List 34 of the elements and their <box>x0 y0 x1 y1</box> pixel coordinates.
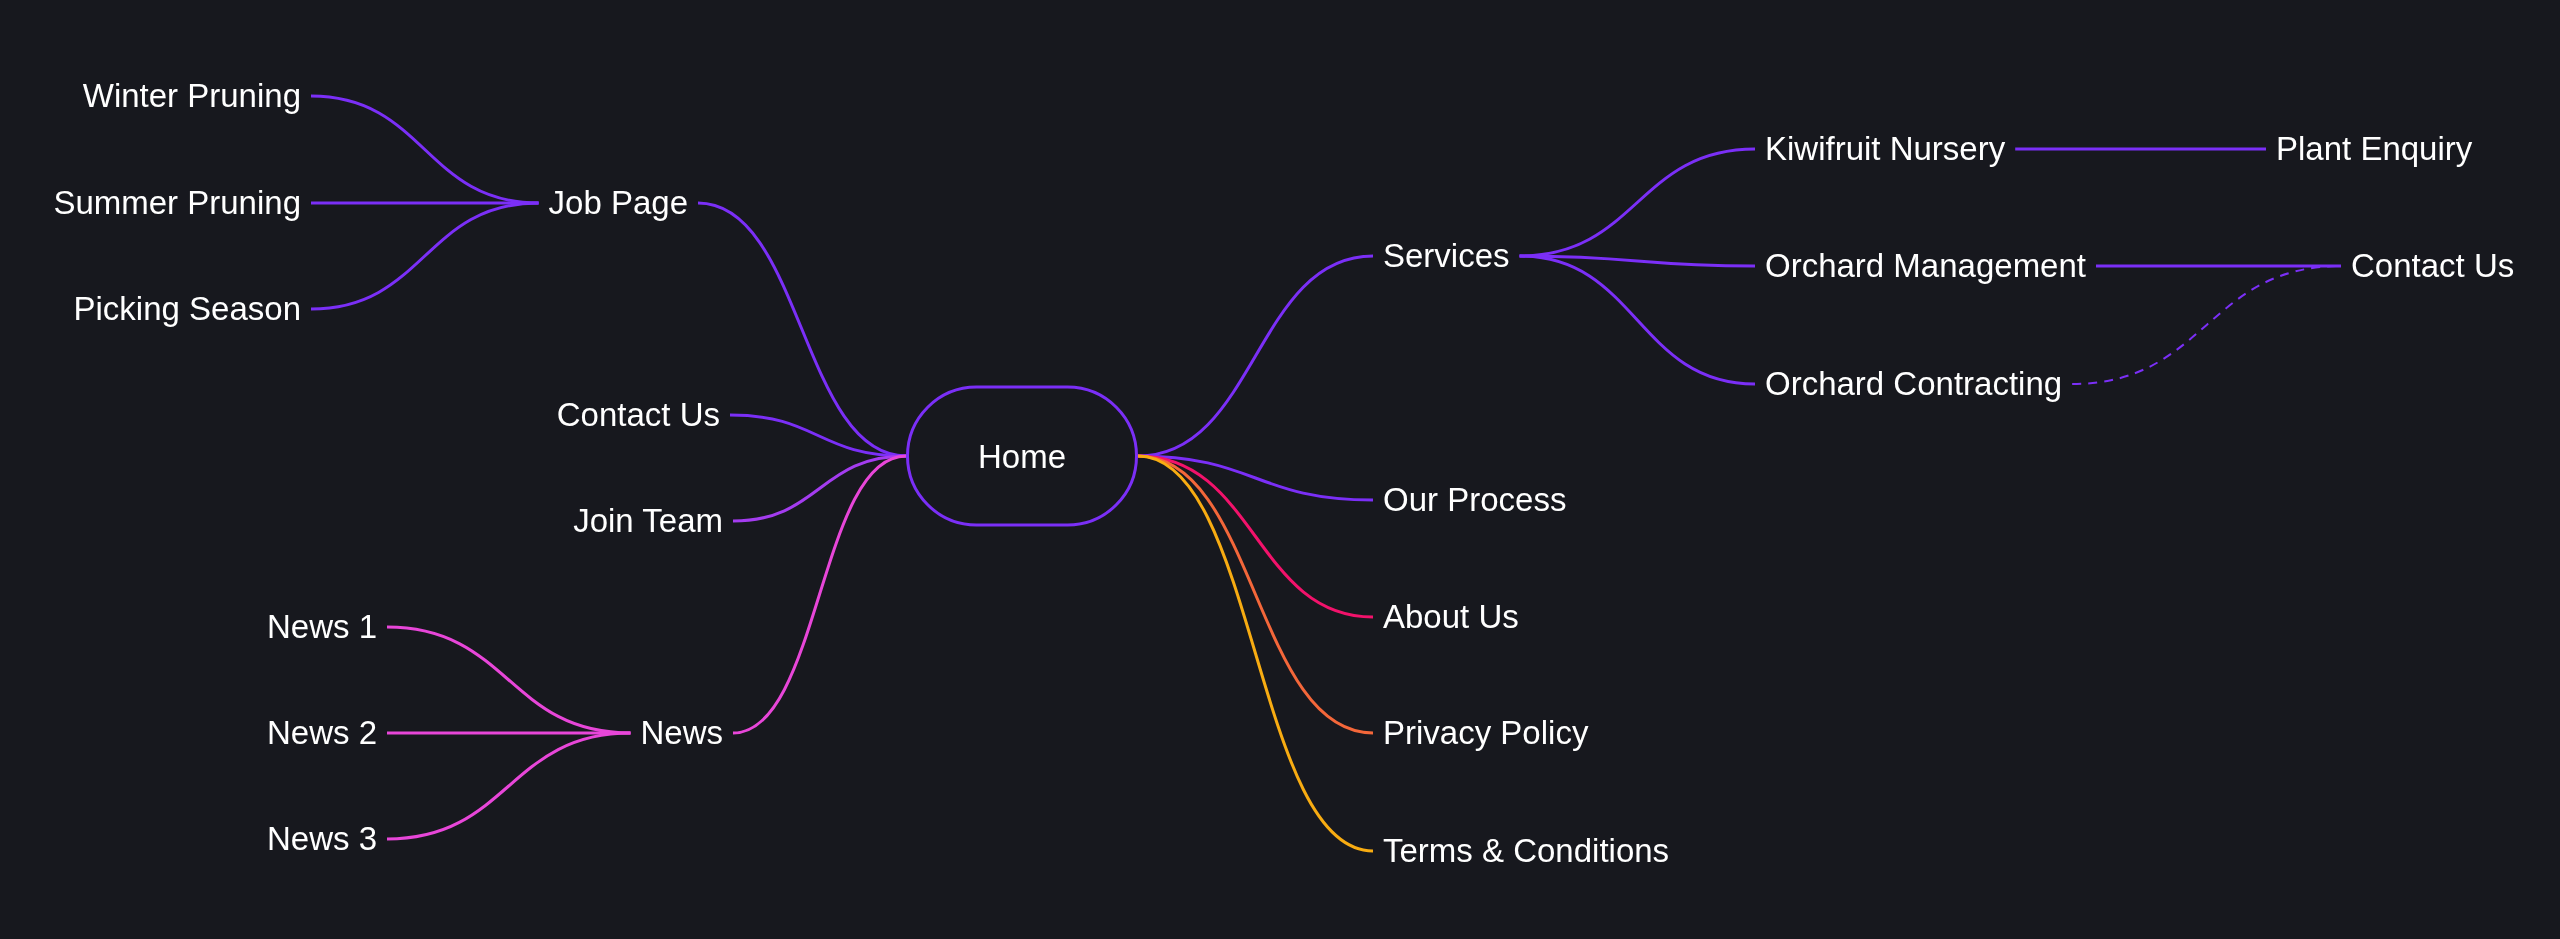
connector-line <box>1137 454 1374 853</box>
topic-label: Contact Us <box>2341 244 2525 288</box>
topic-label: Orchard Contracting <box>1755 362 2073 406</box>
topic-label: Privacy Policy <box>1373 711 1599 755</box>
connector-line <box>386 731 631 841</box>
connector-line <box>729 413 907 458</box>
connector-line <box>310 94 539 205</box>
connector-line <box>732 454 907 735</box>
connector-line <box>386 625 631 735</box>
topic-label: News 2 <box>256 711 387 755</box>
topic-label: Winter Pruning <box>72 74 311 118</box>
topic-label: Job Page <box>538 181 698 225</box>
central-topic-pill <box>906 385 1138 527</box>
topic-label: Contact Us <box>546 393 730 437</box>
topic-label: Orchard Management <box>1755 244 2096 288</box>
connector-line <box>1519 254 1756 386</box>
topic-label: Kiwifruit Nursery <box>1755 127 2016 171</box>
topic-label: Our Process <box>1373 478 1577 522</box>
connector-line <box>310 201 539 311</box>
topic-label: About Us <box>1373 595 1529 639</box>
topic-label: News 1 <box>256 605 387 649</box>
topic-label: Plant Enquiry <box>2266 127 2483 171</box>
connector-line <box>2096 264 2341 268</box>
connector-line <box>2015 147 2266 151</box>
connector-line <box>1137 254 1374 458</box>
topic-label: Home <box>978 436 1066 476</box>
topic-label: Summer Pruning <box>43 181 311 225</box>
topic-label: Picking Season <box>63 287 311 331</box>
topic-label: Services <box>1373 234 1520 278</box>
topic-label: Join Team <box>563 499 733 543</box>
topic-label: Terms & Conditions <box>1373 829 1680 873</box>
connector-line <box>1519 147 1756 258</box>
topic-label: News <box>630 711 733 755</box>
topic-label: News 3 <box>256 817 387 861</box>
